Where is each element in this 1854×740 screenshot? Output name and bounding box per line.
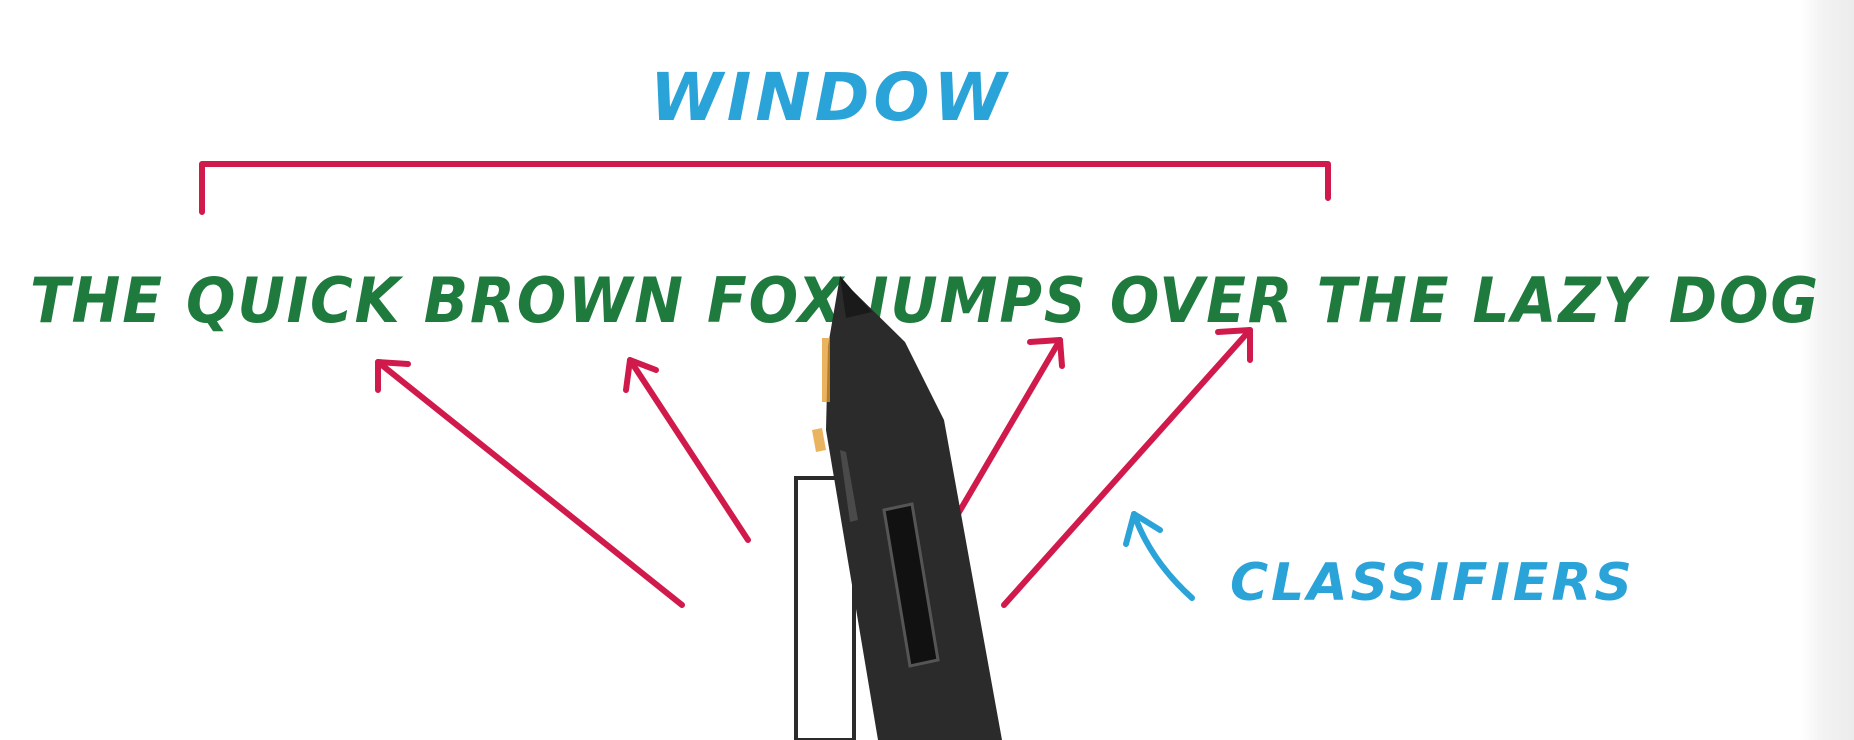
- arrow-to-quick: [375, 359, 685, 608]
- window-bracket: [199, 161, 1331, 215]
- rectangle-outline-icon: [794, 476, 856, 740]
- window-label: WINDOW: [650, 59, 1010, 136]
- stylus-pen-icon: [812, 276, 1002, 740]
- classifier-arrows: [375, 327, 1253, 608]
- classifiers-pointer-arrow: [1123, 511, 1195, 601]
- sentence-text: THE QUICK BROWN FOX JUMPS OVER THE LAZY …: [30, 264, 1820, 337]
- arrow-to-over: [1001, 327, 1253, 608]
- classifiers-label: CLASSIFIERS: [1230, 553, 1635, 613]
- arrow-to-brown: [623, 357, 751, 543]
- right-edge-shade: [1800, 0, 1854, 740]
